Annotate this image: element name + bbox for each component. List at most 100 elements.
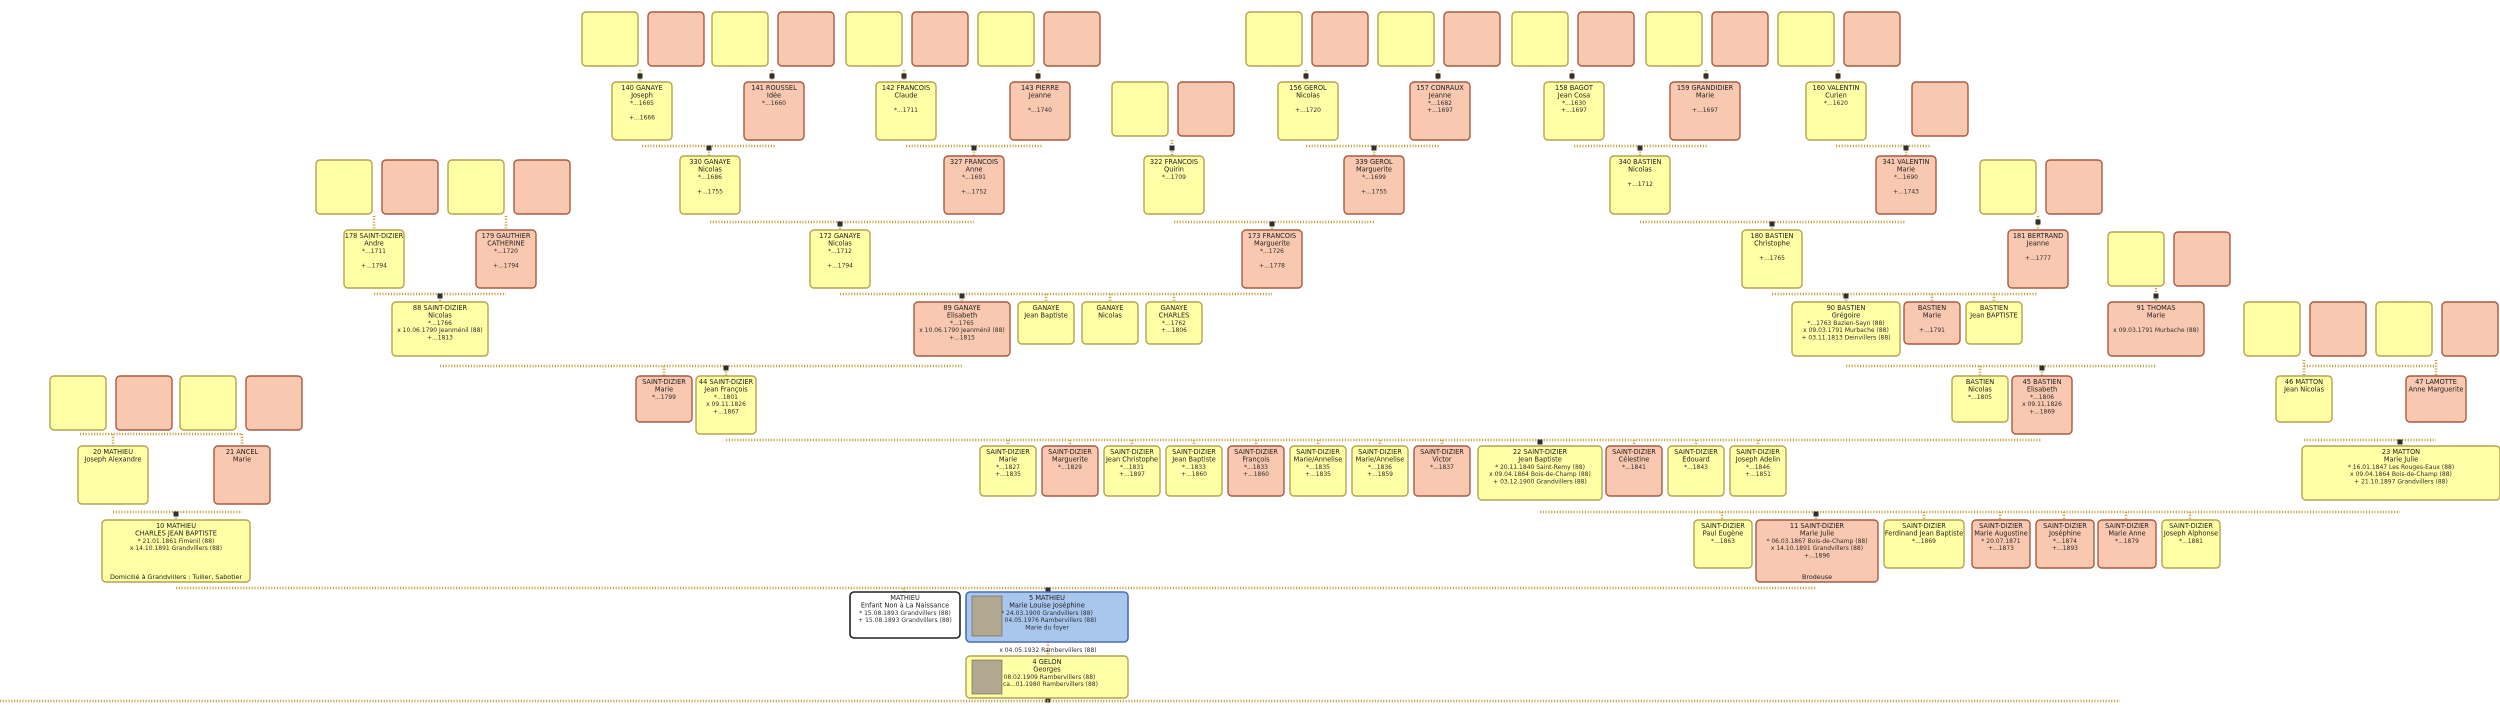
portrait-photo[interactable] <box>971 659 1003 695</box>
empty-ancestor-g5-a-mother[interactable] <box>381 159 439 215</box>
empty-ancestor-left-4-mother[interactable] <box>1043 11 1101 67</box>
empty-ancestor-g4-mother[interactable] <box>2173 231 2231 287</box>
empty-ancestor-right-1-father[interactable] <box>1245 11 1303 67</box>
empty-ancestor-g2-b-mother[interactable] <box>245 375 303 431</box>
empty-ancestor-left-3-mother[interactable] <box>911 11 969 67</box>
empty-ancestor-mid-father[interactable] <box>1111 81 1169 137</box>
empty-ancestor-g3-a-father[interactable] <box>2243 301 2301 357</box>
empty-ancestor-g3-b-father[interactable] <box>2375 301 2433 357</box>
empty-ancestor-g4-father[interactable] <box>2107 231 2165 287</box>
empty-ancestor-g2-a-father[interactable] <box>49 375 107 431</box>
empty-ancestor-right-5-mother[interactable] <box>1843 11 1901 67</box>
empty-ancestor-right-4-father[interactable] <box>1645 11 1703 67</box>
child-saint-dizier-5[interactable]: SAINT-DIZIERMarie/Annelise*...1835+...18… <box>1289 445 1347 497</box>
empty-ancestor-left-4-father[interactable] <box>977 11 1035 67</box>
empty-ancestor-g2-b-father[interactable] <box>179 375 237 431</box>
empty-ancestor-right-4-mother[interactable] <box>1711 11 1769 67</box>
empty-ancestor-g5-b-father[interactable] <box>447 159 505 215</box>
empty-ancestor-right-2-mother[interactable] <box>1443 11 1501 67</box>
portrait-photo[interactable] <box>971 595 1003 637</box>
empty-ancestor-g5-c-mother[interactable] <box>2045 159 2103 215</box>
empty-ancestor-right-5-father[interactable] <box>1777 11 1835 67</box>
empty-ancestor-left-2-mother[interactable] <box>777 11 835 67</box>
empty-ancestor-g2-a-mother[interactable] <box>115 375 173 431</box>
child-saint-dizier-6[interactable]: SAINT-DIZIERMarie/Annelise*...1836+...18… <box>1351 445 1409 497</box>
empty-ancestor-left-1-mother[interactable] <box>647 11 705 67</box>
empty-ancestor-right-2-father[interactable] <box>1377 11 1435 67</box>
empty-ancestor-g5-a-father[interactable] <box>315 159 373 215</box>
empty-ancestor-single[interactable] <box>1911 81 1969 137</box>
empty-ancestor-g5-c-father[interactable] <box>1979 159 2037 215</box>
empty-ancestor-right-3-father[interactable] <box>1511 11 1569 67</box>
empty-ancestor-right-1-mother[interactable] <box>1311 11 1369 67</box>
empty-ancestor-g3-b-mother[interactable] <box>2441 301 2499 357</box>
empty-ancestor-g5-b-mother[interactable] <box>513 159 571 215</box>
empty-ancestor-left-2-father[interactable] <box>711 11 769 67</box>
empty-ancestor-left-3-father[interactable] <box>845 11 903 67</box>
empty-ancestor-right-3-mother[interactable] <box>1577 11 1635 67</box>
empty-ancestor-left-1-father[interactable] <box>581 11 639 67</box>
empty-ancestor-g3-a-mother[interactable] <box>2309 301 2367 357</box>
